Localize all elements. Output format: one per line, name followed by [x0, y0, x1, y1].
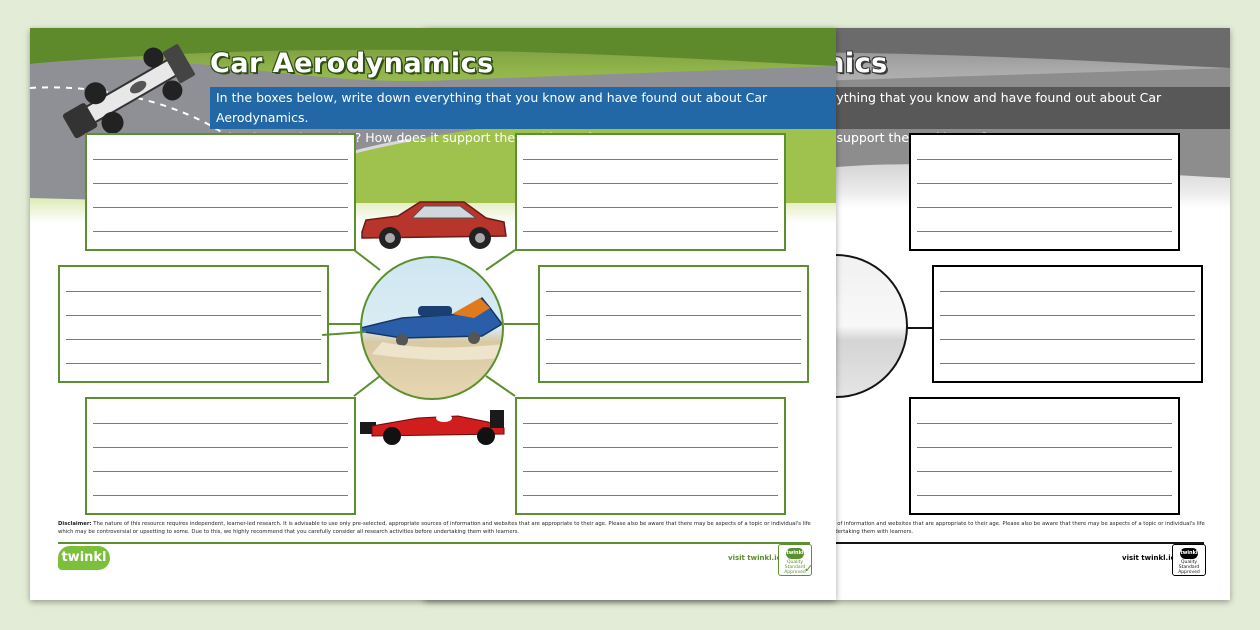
visit-link[interactable]: visit twinkl.ie	[1122, 554, 1176, 562]
badge-brand: twinkl	[786, 548, 804, 559]
writing-box-top-right[interactable]	[909, 133, 1180, 251]
writing-box-bottom-left[interactable]	[85, 397, 356, 515]
writing-box-middle-left[interactable]	[58, 265, 329, 383]
badge-text: Quality Standard Approved	[784, 560, 806, 575]
rocket-car-icon	[362, 296, 502, 361]
worksheet-title: Car Aerodynamics	[210, 48, 494, 79]
writing-box-top-left[interactable]	[85, 133, 356, 251]
centre-image-circle	[360, 256, 504, 400]
disclaimer: Disclaimer: The nature of this resource …	[58, 520, 818, 536]
instructions-line-1: In the boxes below, write down everythin…	[216, 90, 768, 125]
footer-divider	[58, 542, 810, 544]
visit-link[interactable]: visit twinkl.ie	[728, 554, 782, 562]
twinkl-logo-icon[interactable]: twinkl	[58, 546, 110, 570]
red-racing-car-icon	[360, 410, 505, 445]
writing-box-middle-right[interactable]	[932, 265, 1203, 383]
disclaimer-text: The nature of this resource requires ind…	[58, 521, 811, 535]
writing-box-middle-right[interactable]	[538, 265, 809, 383]
quality-badge-icon: twinkl Quality Standard Approved	[778, 544, 812, 576]
badge-text: Quality Standard Approved	[1178, 560, 1200, 575]
check-icon: ✓	[804, 562, 814, 575]
connector-lines	[328, 249, 538, 397]
writing-box-top-right[interactable]	[515, 133, 786, 251]
quality-badge-icon: twinkl Quality Standard Approved	[1172, 544, 1206, 576]
writing-box-bottom-right[interactable]	[515, 397, 786, 515]
disclaimer-label: Disclaimer:	[58, 521, 92, 527]
formula-one-car-icon	[62, 44, 195, 139]
logo-text: twinkl	[61, 550, 107, 565]
worksheet-preview-colour: Car Aerodynamics In the boxes below, wri…	[30, 28, 836, 600]
badge-brand: twinkl	[1180, 548, 1198, 559]
writing-box-bottom-right[interactable]	[909, 397, 1180, 515]
red-sedan-car-icon	[361, 201, 507, 249]
